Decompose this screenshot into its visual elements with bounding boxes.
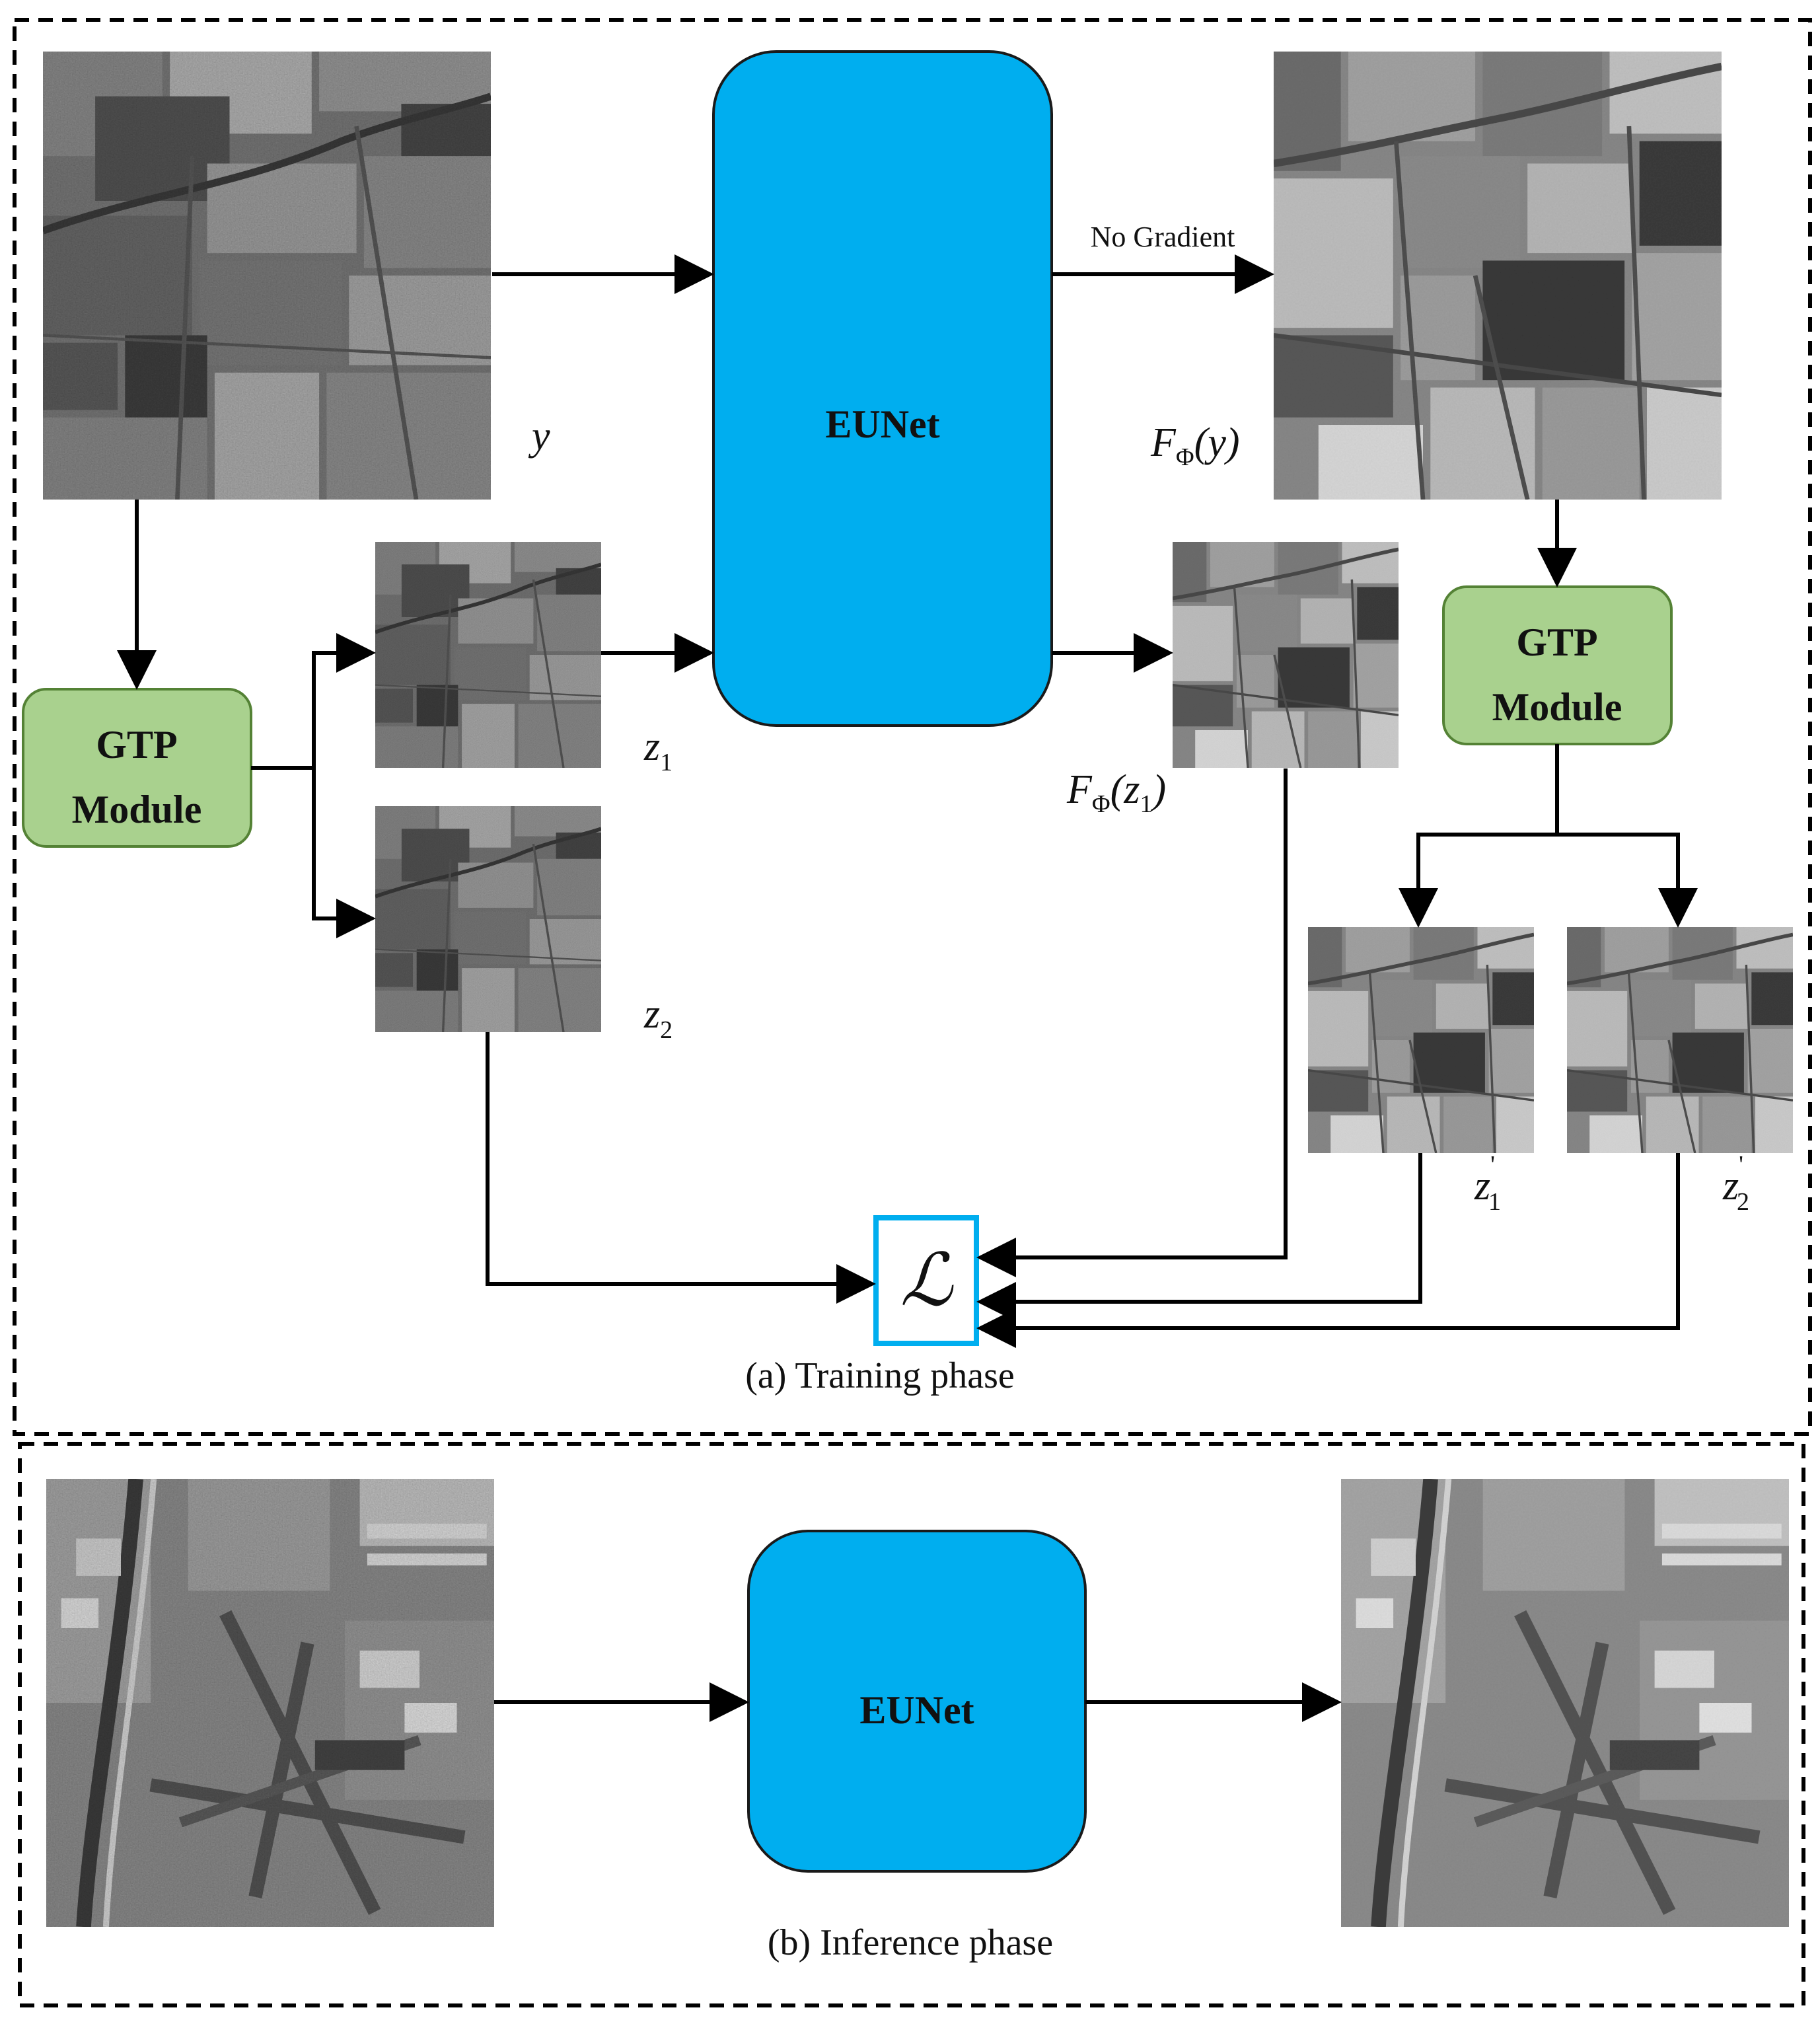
denoised-output-image-fy (1274, 52, 1722, 500)
arrow-fz1-to-loss (976, 768, 1288, 1277)
arrow-gtp-to-z1 (312, 633, 376, 768)
noisy-input-image-y (43, 52, 491, 500)
gtp-right-branch-2 (1557, 833, 1698, 928)
label-z1: z1 (643, 724, 673, 776)
arrow-z1p-to-loss (976, 1153, 1422, 1322)
arrow-gtp-to-z2 (312, 768, 376, 938)
label-f-z1: FΦ(z1) (1066, 767, 1166, 818)
inference-input-image (46, 1479, 494, 1927)
subimage-z2-prime (1567, 927, 1793, 1153)
inference-phase-frame (18, 1442, 1805, 2007)
no-gradient-label: No Gradient (1091, 221, 1235, 253)
label-z1-prime: z'1 (1474, 1151, 1501, 1216)
inference-output-image (1341, 1479, 1789, 1927)
arrow-z2p-to-loss (976, 1153, 1680, 1348)
subimage-z1 (375, 542, 601, 768)
loss-symbol: ℒ (900, 1238, 954, 1322)
eunet-block-training (712, 50, 1053, 727)
gtp-right-line1: GTP (1516, 620, 1597, 664)
gtp-left-line1: GTP (96, 723, 177, 767)
training-caption: (a) Training phase (745, 1355, 1015, 1396)
label-z2: z2 (643, 992, 673, 1044)
gtp-left-line2: Module (72, 788, 202, 831)
eunet-label-training: EUNet (825, 402, 939, 446)
output-image-fz1 (1173, 542, 1399, 768)
eunet-label-inference: EUNet (859, 1688, 974, 1732)
label-f-y: FΦ(y) (1150, 420, 1240, 471)
subimage-z2 (375, 806, 601, 1032)
label-y: y (528, 414, 550, 459)
inference-caption: (b) Inference phase (768, 1922, 1053, 1963)
subimage-z1-prime (1308, 927, 1534, 1153)
loss-box (873, 1215, 979, 1346)
label-z2-prime: z'2 (1722, 1151, 1749, 1216)
arrow-z2-to-loss (486, 1032, 876, 1304)
gtp-right-branch (1399, 744, 1559, 928)
training-phase-frame (13, 18, 1812, 1436)
gtp-right-line2: Module (1492, 685, 1622, 729)
